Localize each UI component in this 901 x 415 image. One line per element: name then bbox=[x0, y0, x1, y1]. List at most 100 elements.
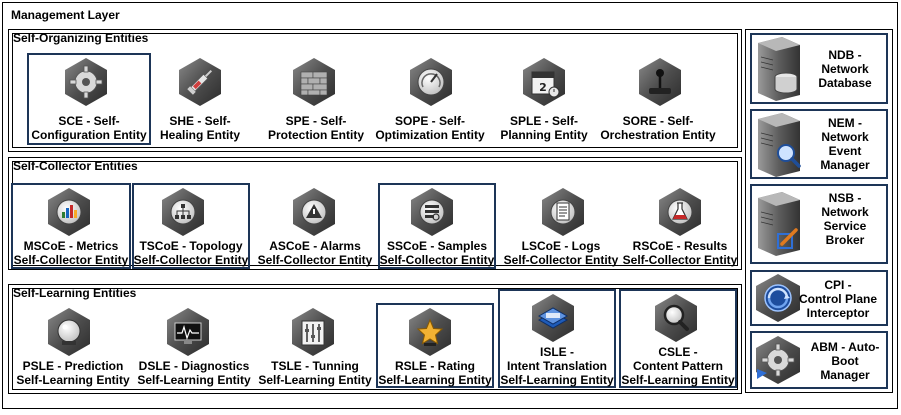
entity-label-line: Self-Learning Entity bbox=[621, 373, 735, 387]
alarm-icon bbox=[292, 187, 336, 237]
self-learning-group: Self-Learning Entities bbox=[8, 284, 742, 394]
entity-label-line: SCE - Self- bbox=[58, 114, 120, 128]
entity-label-line: SPE - Self- bbox=[285, 114, 347, 128]
self-collector-group: Self-Collector Entities bbox=[8, 157, 742, 270]
entity-label-line: CSLE - bbox=[658, 345, 698, 359]
self-collector-title: Self-Collector Entities bbox=[13, 159, 138, 173]
ndb-label-line: Database bbox=[818, 76, 872, 90]
abm-label-line: Boot bbox=[831, 354, 859, 368]
ndb-box bbox=[750, 33, 888, 104]
entity-label-line: SOPE - Self- bbox=[394, 114, 465, 128]
entity-label-line: Self-Learning Entity bbox=[500, 373, 614, 387]
entity-label-line: Planning Entity bbox=[500, 128, 588, 142]
entity-label-line: Self-Collector Entity bbox=[622, 253, 738, 267]
abm-label-line: ABM - Auto- bbox=[810, 340, 880, 354]
self-organizing-title: Self-Organizing Entities bbox=[13, 31, 149, 45]
entity-label-line: SSCoE - Samples bbox=[386, 239, 488, 253]
management-layer-frame bbox=[2, 2, 898, 409]
abm-box bbox=[750, 331, 888, 389]
entity-label-line: Self-Learning Entity bbox=[378, 373, 492, 387]
cpi-label-line: CPI - bbox=[824, 278, 852, 292]
database-server-icon bbox=[752, 35, 806, 101]
entity-label-line: Self-Collector Entity bbox=[503, 253, 619, 267]
entity-label-line: Healing Entity bbox=[159, 128, 240, 142]
cpi-label-line: Interceptor bbox=[806, 306, 870, 320]
highlight-box bbox=[11, 183, 131, 269]
entity-label-line: TSCoE - Topology bbox=[139, 239, 243, 253]
entity-label-line: Configuration Entity bbox=[31, 128, 147, 142]
entity-label-line: Content Pattern bbox=[633, 359, 723, 373]
nem-label-line: NEM - bbox=[828, 116, 862, 130]
entity-label-line: SPLE - Self- bbox=[509, 114, 578, 128]
entity-label-line: Self-Learning Entity bbox=[137, 373, 251, 387]
entity-label-line: Protection Entity bbox=[267, 128, 364, 142]
entity-label-line: RSLE - Rating bbox=[395, 359, 475, 373]
nsb-label-line: Network bbox=[821, 205, 869, 219]
highlight-box bbox=[619, 289, 737, 388]
cpi-label-line: Control Plane bbox=[798, 292, 877, 306]
event-server-icon bbox=[752, 111, 806, 177]
entity-label-line: SORE - Self- bbox=[622, 114, 694, 128]
entity-label-line: SHE - Self- bbox=[169, 114, 231, 128]
firewall-icon bbox=[292, 57, 336, 107]
syringe-icon bbox=[178, 57, 222, 107]
intent-icon bbox=[531, 293, 575, 343]
self-learning-title: Self-Learning Entities bbox=[13, 286, 137, 300]
nsb-label-line: Service bbox=[823, 219, 867, 233]
self-organizing-group: Self-Organizing Entities bbox=[8, 29, 742, 152]
nem-label-line: Event bbox=[828, 144, 862, 158]
calendar-icon: 2 bbox=[522, 57, 566, 107]
entity-label-line: ISLE - bbox=[539, 345, 574, 359]
entity-label-line: Self-Learning Entity bbox=[258, 373, 372, 387]
highlight-box bbox=[376, 303, 494, 388]
star-icon bbox=[408, 307, 452, 357]
ndb-label-line: NDB - bbox=[828, 48, 862, 62]
nsb-label-line: NSB - bbox=[828, 191, 862, 205]
joystick-icon bbox=[638, 57, 682, 107]
samples-icon bbox=[410, 187, 454, 237]
gauge-icon bbox=[409, 57, 453, 107]
nem-box bbox=[750, 109, 888, 179]
entity-label-line: Self-Learning Entity bbox=[16, 373, 130, 387]
nsb-label-line: Broker bbox=[825, 233, 865, 247]
log-icon bbox=[541, 187, 585, 237]
entity-label-line: Self-Collector Entity bbox=[257, 253, 373, 267]
infrastructure-panel bbox=[745, 29, 893, 393]
topology-icon bbox=[161, 187, 205, 237]
entity-label-line: PSLE - Prediction bbox=[22, 359, 124, 373]
entity-label-line: TSLE - Tunning bbox=[271, 359, 359, 373]
broker-server-icon bbox=[752, 190, 806, 256]
entity-label-line: Orchestration Entity bbox=[600, 128, 716, 142]
flask-icon bbox=[658, 187, 702, 237]
crystal-ball-icon bbox=[47, 307, 91, 357]
entity-label-line: LSCoE - Logs bbox=[521, 239, 601, 253]
entity-label-line: Intent Translation bbox=[506, 359, 607, 373]
nem-label-line: Manager bbox=[820, 158, 870, 172]
entity-label-line: Self-Collector Entity bbox=[13, 253, 129, 267]
highlight-box bbox=[498, 289, 616, 388]
autoboot-gear-icon bbox=[755, 335, 801, 385]
svg-text:2: 2 bbox=[539, 81, 547, 94]
magnifier-icon bbox=[654, 293, 698, 343]
nsb-box bbox=[750, 184, 888, 264]
chart-icon bbox=[47, 187, 91, 237]
entity-label-line: MSCoE - Metrics bbox=[23, 239, 119, 253]
entity-label-line: DSLE - Diagnostics bbox=[138, 359, 250, 373]
entity-label-line: Optimization Entity bbox=[375, 128, 485, 142]
highlight-box bbox=[132, 183, 250, 269]
entity-label-line: Self-Collector Entity bbox=[379, 253, 495, 267]
tuning-icon bbox=[291, 307, 335, 357]
cpi-box bbox=[750, 270, 888, 326]
abm-label-line: Manager bbox=[820, 368, 870, 382]
monitor-icon bbox=[166, 307, 210, 357]
interceptor-icon bbox=[755, 273, 801, 323]
entity-label-line: Self-Collector Entity bbox=[133, 253, 249, 267]
management-layer-title: Management Layer bbox=[11, 8, 120, 22]
highlight-box bbox=[378, 183, 496, 269]
nem-label-line: Network bbox=[821, 130, 869, 144]
ndb-label-line: Network bbox=[821, 62, 869, 76]
entity-label-line: ASCoE - Alarms bbox=[269, 239, 361, 253]
gear-icon bbox=[64, 57, 108, 107]
entity-label-line: RSCoE - Results bbox=[632, 239, 728, 253]
highlight-box bbox=[27, 53, 151, 145]
